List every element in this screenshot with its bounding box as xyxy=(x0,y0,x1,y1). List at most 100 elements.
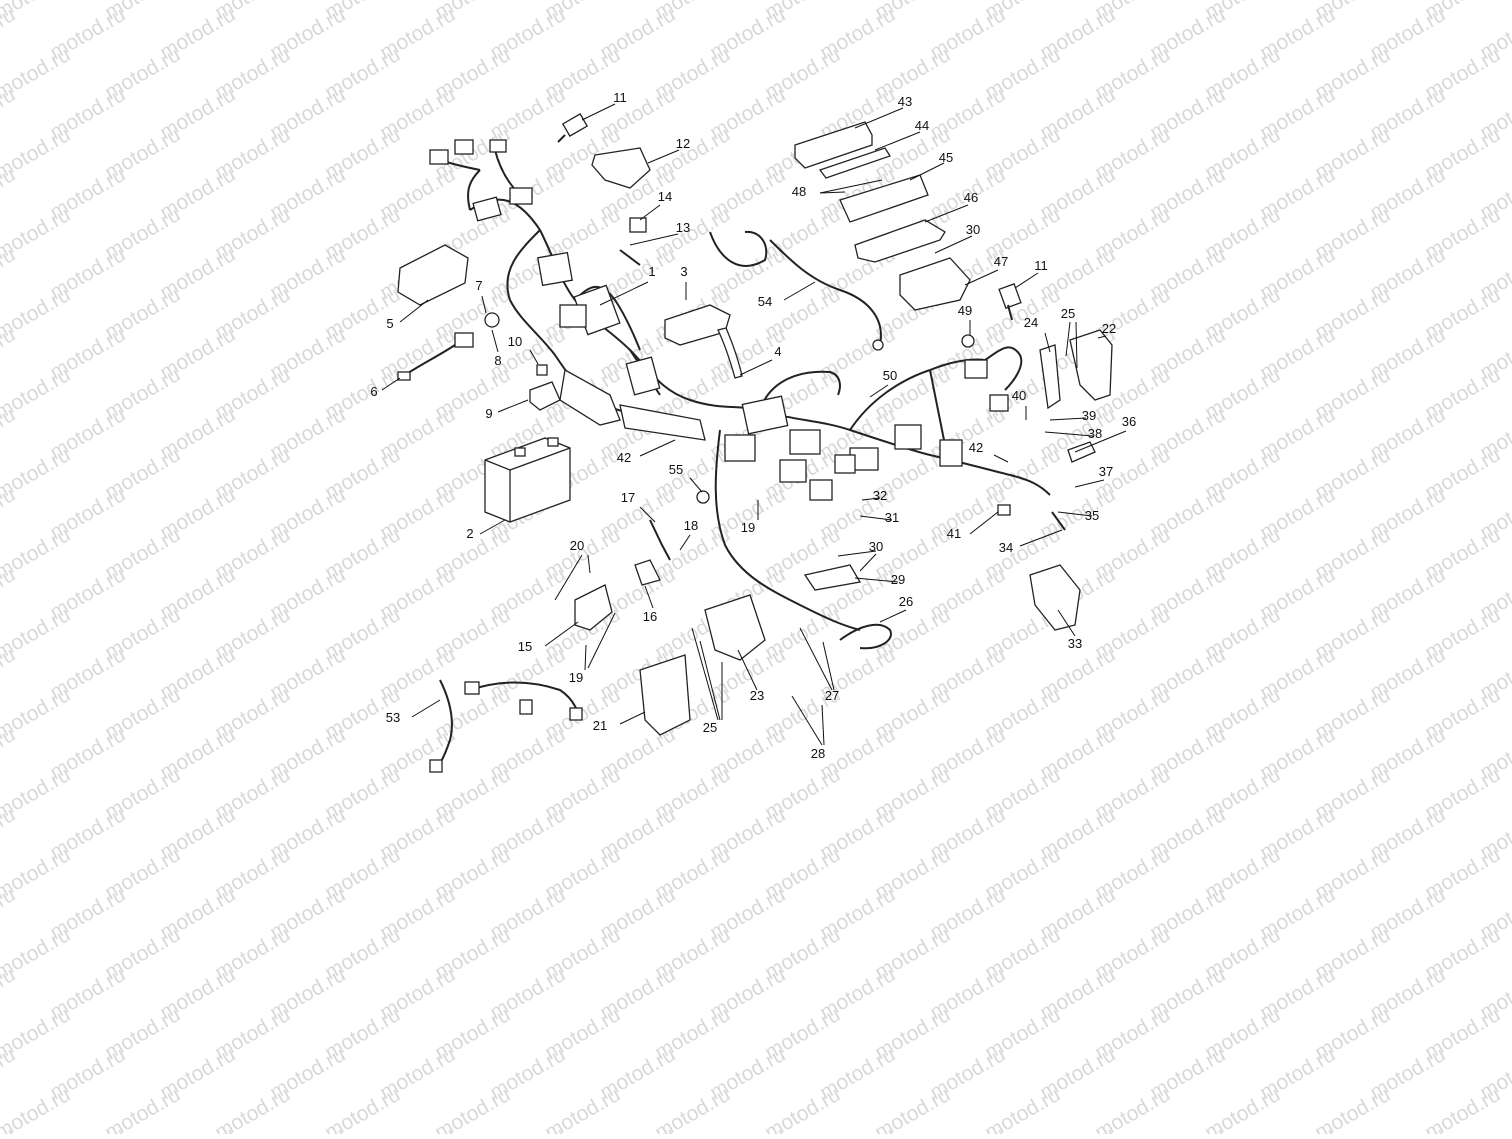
watermark-text: motod.ru xyxy=(156,1123,239,1134)
callout-number: 38 xyxy=(1088,426,1102,441)
tray-45 xyxy=(839,174,929,223)
callout-number: 11 xyxy=(613,90,627,105)
callout-33: 33 xyxy=(1057,609,1082,651)
callout-48: 48 xyxy=(792,179,883,199)
leader-line xyxy=(1044,431,1094,437)
callout-17: 17 xyxy=(621,490,656,523)
leader-line xyxy=(639,506,656,523)
bracket-47 xyxy=(899,257,971,311)
callout-5: 5 xyxy=(386,299,429,331)
callout-number: 19 xyxy=(741,520,755,535)
leader-line xyxy=(599,281,649,306)
callout-number: 54 xyxy=(758,294,772,309)
watermark-text: motod.ru xyxy=(1476,1123,1512,1134)
leader-line xyxy=(644,585,654,609)
callout-22: 22 xyxy=(1097,321,1116,339)
callout-number: 47 xyxy=(994,254,1008,269)
callout-19: 19 xyxy=(741,500,759,535)
callout-7: 7 xyxy=(475,278,487,314)
leader-line xyxy=(1049,417,1087,421)
callout-number: 32 xyxy=(873,488,887,503)
clip-8 xyxy=(484,312,500,328)
bracket-46 xyxy=(854,219,946,263)
callout-50: 50 xyxy=(869,368,897,398)
callout-25: 25 xyxy=(691,627,723,735)
leader-line xyxy=(699,640,721,721)
callout-number: 19 xyxy=(569,670,583,685)
callout-39: 39 xyxy=(1049,408,1096,423)
watermark-text: motod.ru xyxy=(46,1123,129,1134)
callout-11: 11 xyxy=(581,90,627,121)
leader-line xyxy=(879,609,907,623)
lead-54 xyxy=(769,239,882,346)
leader-line xyxy=(924,204,969,223)
leader-line xyxy=(629,233,679,246)
callout-number: 4 xyxy=(774,344,781,359)
callout-21: 21 xyxy=(593,711,646,733)
leader-line xyxy=(874,131,921,151)
callout-55: 55 xyxy=(669,462,703,493)
callout-30: 30 xyxy=(934,222,980,254)
module-5 xyxy=(397,244,469,306)
leader-line xyxy=(554,554,583,601)
leader-line xyxy=(909,162,945,181)
callout-number: 20 xyxy=(570,538,584,553)
callout-number: 2 xyxy=(466,526,473,541)
sensor-11-right xyxy=(998,283,1022,321)
callout-3: 3 xyxy=(680,264,688,300)
callout-number: 44 xyxy=(915,118,929,133)
leader-line xyxy=(399,299,429,323)
callout-number: 35 xyxy=(1085,508,1099,523)
wire-13 xyxy=(619,249,641,266)
leader-line xyxy=(1014,272,1039,289)
callout-42: 42 xyxy=(617,439,676,465)
callout-14: 14 xyxy=(639,189,672,221)
callout-number: 39 xyxy=(1082,408,1096,423)
callout-number: 16 xyxy=(643,609,657,624)
leader-line xyxy=(964,269,999,286)
callout-number: 30 xyxy=(869,539,883,554)
callout-number: 33 xyxy=(1068,636,1082,651)
leader-line xyxy=(689,477,703,493)
callout-number: 3 xyxy=(680,264,687,279)
switch-12 xyxy=(591,147,651,189)
cover-21 xyxy=(639,654,691,736)
watermark-text: motod.ru xyxy=(266,1123,349,1134)
callout-number: 34 xyxy=(999,540,1013,555)
leader-line xyxy=(869,384,889,398)
strap-4 xyxy=(717,327,743,379)
callout-number: 27 xyxy=(825,688,839,703)
leader-line xyxy=(491,329,499,353)
leader-line xyxy=(587,612,616,669)
callout-number: 5 xyxy=(386,316,393,331)
leader-line xyxy=(934,235,973,254)
part-17 xyxy=(649,519,671,561)
leader-line xyxy=(1065,321,1071,357)
callout-26: 26 xyxy=(879,594,913,623)
callout-2: 2 xyxy=(466,519,506,541)
callout-number: 42 xyxy=(617,450,631,465)
callout-41: 41 xyxy=(947,511,999,541)
watermark-text: motod.ru xyxy=(1146,1123,1229,1134)
watermark-text: motod.ru xyxy=(376,1123,459,1134)
callout-number: 7 xyxy=(475,278,482,293)
callout-number: 36 xyxy=(1122,414,1136,429)
leader-line xyxy=(1074,430,1127,453)
callout-number: 1 xyxy=(648,264,655,279)
leader-line xyxy=(647,149,680,164)
leader-line xyxy=(861,497,881,501)
leader-line xyxy=(479,519,506,535)
part-34 xyxy=(1051,511,1066,531)
leader-line xyxy=(639,439,676,457)
leader-line xyxy=(587,554,591,574)
callout-15: 15 xyxy=(518,621,579,654)
leader-line xyxy=(854,577,899,583)
callout-32: 32 xyxy=(861,488,887,503)
leader-line xyxy=(1097,335,1107,339)
watermark-text: motod.ru xyxy=(706,1123,789,1134)
leader-line xyxy=(584,644,587,671)
callout-number: 8 xyxy=(494,353,501,368)
